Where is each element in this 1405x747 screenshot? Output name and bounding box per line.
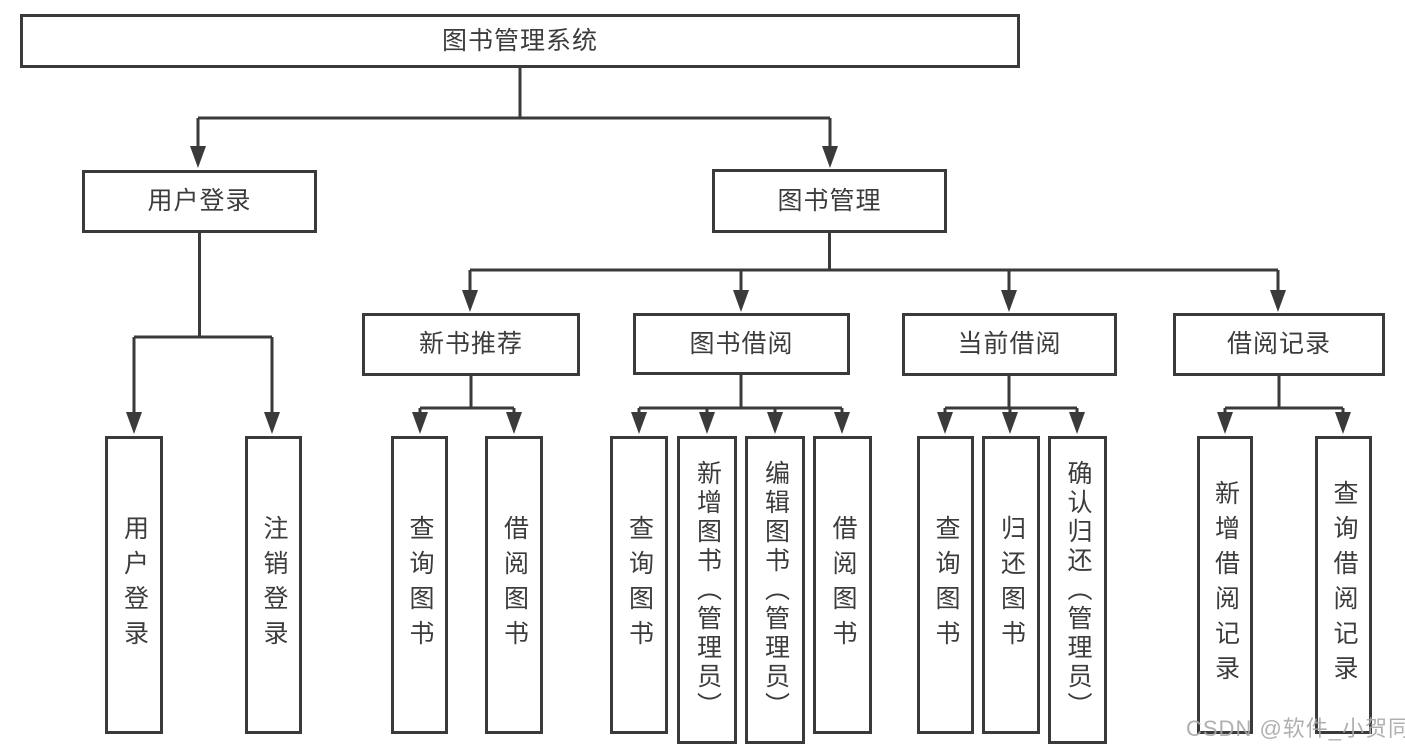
- leaf-borrowing-add-books-admin: 新增图书（管理员）: [677, 436, 737, 744]
- leaf-current-return-books: 归还图书: [982, 436, 1040, 734]
- leaf-newbooks-borrow-books: 借阅图书: [485, 436, 543, 734]
- leaf-newbooks-query-books: 查询图书: [391, 436, 448, 734]
- connector-paths: [132, 68, 1345, 413]
- leaf-current-query-books: 查询图书: [917, 436, 974, 734]
- leaf-records-query-record: 查询借阅记录: [1315, 436, 1372, 734]
- leaf-logout: 注销登录: [245, 436, 302, 734]
- node-root: 图书管理系统: [20, 14, 1020, 68]
- leaf-records-add-record: 新增借阅记录: [1197, 436, 1253, 734]
- node-book-management: 图书管理: [712, 169, 947, 233]
- watermark: CSDN @软件_小贺同学: [1186, 716, 1405, 741]
- leaf-borrowing-query-books: 查询图书: [610, 436, 668, 734]
- leaf-borrowing-borrow-books: 借阅图书: [813, 436, 872, 734]
- leaf-current-confirm-return-admin: 确认归还（管理员）: [1048, 436, 1107, 744]
- leaf-user-login: 用户登录: [105, 436, 163, 734]
- node-current-borrowing: 当前借阅: [902, 313, 1117, 376]
- node-book-borrowing: 图书借阅: [633, 313, 850, 375]
- node-borrowing-records: 借阅记录: [1173, 313, 1385, 376]
- leaf-borrowing-edit-books-admin: 编辑图书（管理员）: [745, 436, 805, 744]
- arrowhead-icons: [126, 146, 1351, 434]
- node-new-book-recommend: 新书推荐: [362, 313, 580, 376]
- node-user-login: 用户登录: [82, 170, 317, 233]
